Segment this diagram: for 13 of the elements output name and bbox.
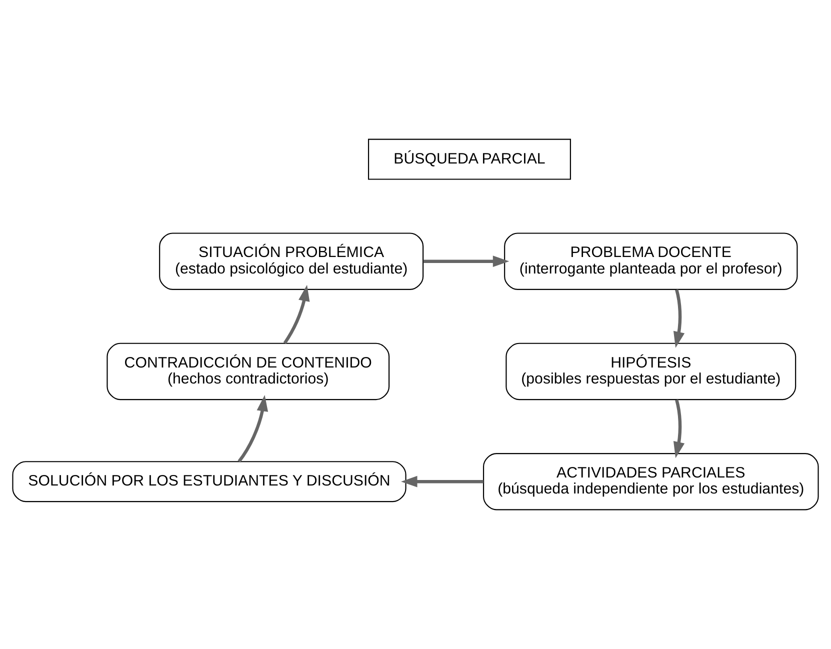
node-box: PROBLEMA DOCENTE (interrogante planteada por el profesor): [504, 232, 798, 290]
node-box: SOLUCIÓN POR LOS ESTUDIANTES Y DISCUSIÓN: [12, 461, 406, 502]
node-box: HIPÓTESIS (posibles respuestas por el estudiante): [506, 342, 796, 400]
arrow: [283, 284, 310, 344]
arrow: [673, 399, 685, 458]
arrow: [423, 256, 510, 268]
node-box: ACTIVIDADES PARCIALES (búsqueda independiente por los estudiantes): [482, 453, 819, 510]
node-box: CONTRADICCIÓN DE CONTENIDO (hechos contradictorios): [106, 342, 390, 400]
arrow: [238, 394, 268, 462]
node-box: BÚSQUEDA PARCIAL: [368, 138, 571, 180]
arrow: [673, 289, 685, 348]
node-box: SITUACIÓN PROBLÉMICA (estado psicológico del estudiante): [159, 232, 424, 290]
arrow: [401, 476, 484, 488]
